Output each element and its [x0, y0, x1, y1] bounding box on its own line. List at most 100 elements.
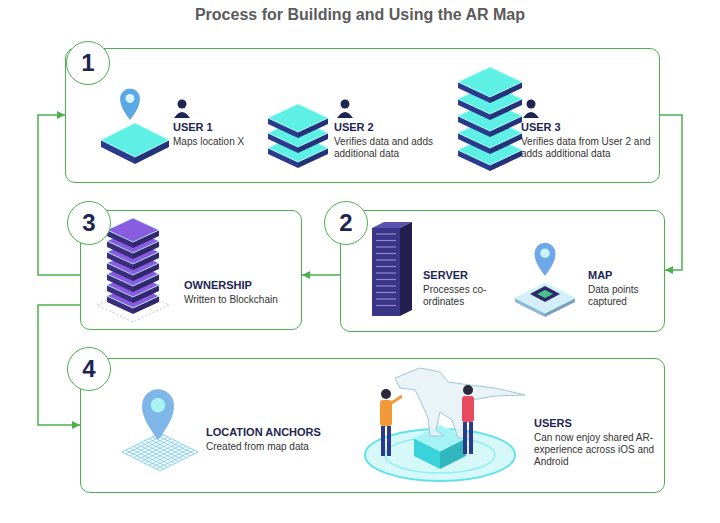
step-item: USER 1 Maps location X	[173, 121, 245, 148]
map-tile	[101, 123, 169, 157]
map-pin	[120, 89, 140, 121]
step-description: Data points captured	[588, 284, 658, 308]
step-description: Processes co-ordinates	[423, 284, 518, 308]
server-slot	[376, 233, 396, 234]
flow-arrow	[660, 115, 682, 270]
person-leg	[463, 422, 467, 454]
map-chip-core	[537, 290, 553, 298]
anchor-grid	[149, 446, 187, 465]
step-number: 4	[82, 355, 95, 383]
person-leg	[381, 426, 385, 456]
step-heading: USER 3	[521, 121, 651, 134]
flow-arrow	[38, 115, 80, 275]
map-chip	[530, 286, 560, 302]
map-pin	[535, 243, 556, 276]
person-shirt	[462, 396, 474, 422]
step-item: OWNERSHIPWritten to Blockchain	[184, 279, 296, 306]
step-heading: USERS	[534, 417, 659, 430]
step-number: 3	[82, 209, 95, 237]
step-heading: OWNERSHIP	[184, 279, 296, 292]
map-base	[515, 283, 575, 313]
user-body	[174, 112, 190, 118]
step-description: Maps location X	[173, 136, 245, 148]
map-pin	[142, 389, 174, 440]
step-heading: USER 2	[334, 121, 454, 134]
anchor-grid	[141, 443, 179, 462]
data-layer	[268, 104, 328, 132]
step-circle: 2	[324, 201, 368, 245]
step-item: SERVER Processes co-ordinates	[423, 269, 518, 308]
anchor-grid	[126, 450, 164, 469]
step-description: Created from map data	[206, 441, 336, 453]
step-heading: USER 1	[173, 121, 245, 134]
server-slot	[376, 246, 396, 247]
step-number: 2	[339, 209, 352, 237]
dinosaur	[395, 368, 525, 438]
server-slot	[376, 279, 396, 280]
pin-hole	[151, 398, 166, 413]
diagram-title: Process for Building and Using the AR Ma…	[0, 6, 720, 24]
ar-scene	[365, 368, 525, 481]
server-slot	[376, 292, 396, 293]
pin-body	[142, 389, 174, 440]
user-head	[341, 100, 350, 109]
step-description: Can now enjoy shared AR-experience acros…	[534, 432, 659, 468]
step-item: LOCATION ANCHORS Created from map data	[206, 426, 336, 453]
server-slot	[376, 285, 396, 286]
user-icon	[337, 100, 353, 119]
step-circle: 4	[67, 347, 111, 391]
data-layer	[458, 67, 522, 97]
server-front	[372, 228, 400, 316]
server-slot	[376, 266, 396, 267]
anchor-grid	[133, 446, 171, 465]
user-body	[523, 112, 539, 118]
block	[107, 218, 159, 242]
anchor-grid	[160, 452, 198, 471]
anchor-grid	[130, 448, 168, 467]
step-panel: 2SERVER Processes co-ordinates MAP Data poi…	[340, 210, 665, 332]
anchor-grid	[152, 448, 190, 467]
step-item: USERS Can now enjoy shared AR-experience …	[534, 417, 659, 468]
server-side	[400, 222, 412, 316]
title-wrap: Process for Building and Using the AR Ma…	[0, 6, 720, 24]
server-slot	[376, 305, 396, 306]
step-description: Verifies data and adds additional data	[334, 136, 454, 160]
anchor-grid	[156, 450, 194, 469]
person-leg	[387, 426, 391, 456]
step-heading: MAP	[588, 269, 658, 282]
step-item: USER 2 Verifies data and adds additional …	[334, 121, 454, 160]
user-icon	[523, 100, 539, 119]
server-slot	[376, 253, 396, 254]
server-rack	[372, 222, 412, 316]
step-number: 1	[81, 49, 94, 77]
pin-hole	[126, 94, 135, 103]
person-head	[463, 385, 473, 395]
anchor-grid	[122, 452, 160, 471]
anchor-grid	[145, 444, 183, 463]
user-head	[527, 100, 536, 109]
person-head	[381, 389, 391, 399]
step-heading: SERVER	[423, 269, 518, 282]
step-item: USER 3 Verifies data from User 2 and adds…	[521, 121, 651, 160]
step-circle: 3	[67, 201, 111, 245]
step-circle: 1	[66, 41, 110, 85]
user-head	[178, 100, 187, 109]
step-panel: 1USER 1 Maps location X USER 2 Verifies dat…	[65, 48, 660, 183]
server-slot	[376, 272, 396, 273]
person-arm	[390, 396, 402, 404]
step-panel: 3OWNERSHIPWritten to Blockchain	[80, 210, 302, 330]
step-description: Verifies data from User 2 and adds addit…	[521, 136, 651, 160]
user-icon	[174, 100, 190, 119]
anchor-grid	[137, 444, 175, 463]
pin-body	[535, 243, 556, 276]
pin-hole	[540, 248, 550, 258]
server-slot	[376, 259, 396, 260]
step-heading: LOCATION ANCHORS	[206, 426, 336, 439]
user-body	[337, 112, 353, 118]
person-leg	[469, 422, 473, 454]
step-item: MAP Data points captured	[588, 269, 658, 308]
flow-arrow	[302, 274, 340, 276]
pin-body	[120, 89, 140, 121]
server-slot	[376, 240, 396, 241]
